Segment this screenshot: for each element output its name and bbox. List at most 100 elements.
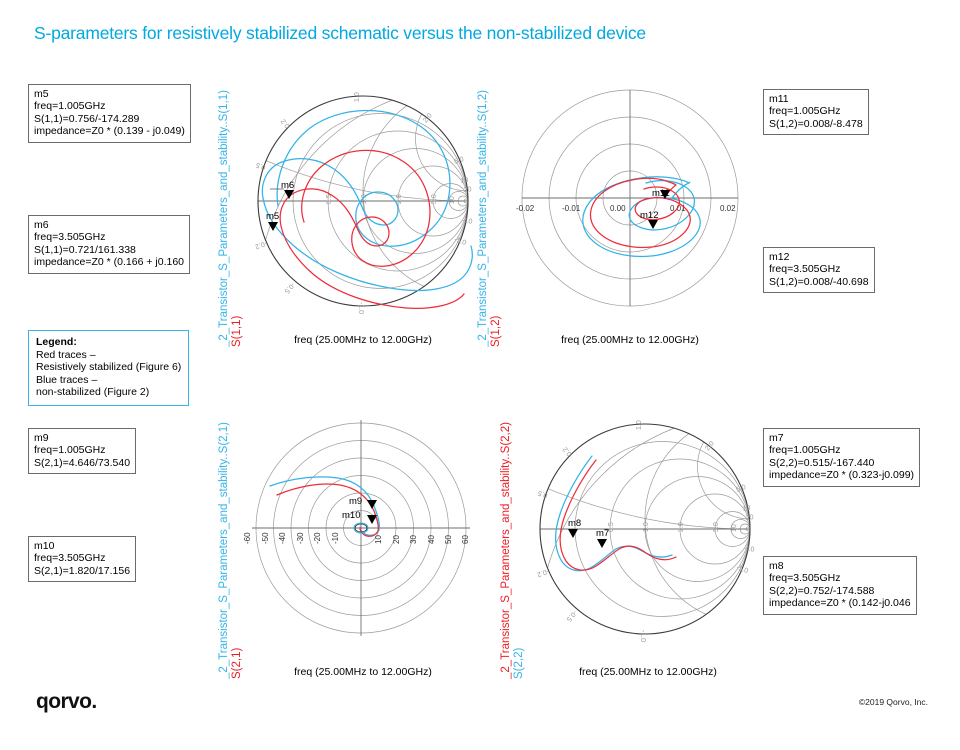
chart-s22: 1.0 2.0 5.0 10 20 0.2 0.5 -0.2 -0.5 -1.0… [530, 416, 766, 648]
svg-text:-1.0: -1.0 [357, 302, 364, 314]
tick-label-neg60: -60 [243, 532, 252, 544]
svg-text:-5.0: -5.0 [735, 564, 749, 575]
copyright-text: ©2019 Qorvo, Inc. [858, 697, 928, 707]
marker-m11-name: m11 [769, 93, 789, 105]
marker-label-m7: m7 [596, 528, 609, 539]
marker-box-m11: m11 freq=1.005GHz S(1,2)=0.008/-8.478 [763, 89, 869, 136]
svg-text:10: 10 [460, 177, 469, 185]
legend-line-red-desc: Resistively stabilized (Figure 6) [36, 361, 182, 374]
marker-m8-value: S(2,2)=0.752/-174.588 [769, 584, 875, 597]
chart-s11: 1.0 2.0 5.0 10 20 0.2 0.5 -0.2 -0.5 -1.0… [248, 86, 478, 316]
marker-m7-name: m7 [769, 432, 784, 444]
svg-text:0.5: 0.5 [326, 194, 333, 204]
marker-m8-freq: freq=3.505GHz [769, 572, 841, 585]
marker-m6-value: S(1,1)=0.721/161.338 [34, 243, 136, 256]
marker-m9-name: m9 [34, 432, 49, 444]
chart-s21-svg: -60 -50 -40 -30 -20 -10 10 20 30 40 50 6… [243, 420, 470, 636]
tick-label-40: 40 [427, 535, 436, 544]
tick-label-neg002: -0.02 [516, 204, 535, 213]
marker-label-m9: m9 [349, 496, 362, 507]
axis-title-s22-short: S(2,2) [513, 647, 525, 679]
trace-nonstabilized-s22 [554, 455, 673, 572]
chart-s21: -60 -50 -40 -30 -20 -10 10 20 30 40 50 6… [243, 416, 478, 648]
svg-text:-5.0: -5.0 [453, 236, 467, 247]
axis-title-s11-short: S(1,1) [231, 315, 243, 347]
marker-m7-impedance: impedance=Z0 * (0.323-j0.099) [769, 469, 915, 482]
marker-m6-freq: freq=3.505GHz [34, 231, 106, 244]
chart-s11-traces [261, 109, 473, 310]
marker-box-m9: m9 freq=1.005GHz S(2,1)=4.646/73.540 [28, 428, 137, 475]
marker-box-m6: m6 freq=3.505GHz S(1,1)=0.721/161.338 im… [28, 215, 191, 274]
svg-text:2.0: 2.0 [422, 112, 434, 124]
trace-nonstabilized-s11 [261, 109, 473, 292]
marker-m11-value: S(1,2)=0.008/-8.478 [769, 117, 863, 130]
axis-title-s21: _2_Transistor_S_Parameters_and_stability… [218, 414, 244, 679]
marker-label-m8: m8 [568, 518, 581, 529]
svg-text:-0.5: -0.5 [283, 281, 296, 295]
svg-text:10: 10 [731, 524, 738, 532]
tick-label-50: 50 [444, 535, 453, 544]
axis-title-s12-long: _2_Transistor_S_Parameters_and_stability… [477, 90, 489, 347]
legend-heading: Legend: [36, 336, 77, 348]
marker-m5-value: S(1,1)=0.756/-174.289 [34, 112, 140, 125]
marker-m11-freq: freq=1.005GHz [769, 105, 841, 118]
axis-title-s11-long: _2_Transistor_S_Parameters_and_stability… [218, 90, 230, 347]
smith-tick-labels-s22: 1.0 2.0 5.0 10 20 0.2 0.5 -0.2 -0.5 -1.0… [536, 420, 755, 642]
legend-line-blue-desc: non-stabilized (Figure 2) [36, 386, 150, 399]
svg-text:2.0: 2.0 [396, 194, 403, 204]
chart-s22-svg: 1.0 2.0 5.0 10 20 0.2 0.5 -0.2 -0.5 -1.0… [536, 420, 755, 642]
svg-text:0.5: 0.5 [608, 522, 615, 532]
tick-label-001: 0.01 [670, 204, 686, 213]
legend-line-blue: Blue traces – [36, 373, 98, 386]
axis-title-s22-long: _2_Transistor_S_Parameters_and_stability… [500, 422, 512, 679]
svg-text:5.0: 5.0 [431, 194, 438, 204]
caption-s11: freq (25.00MHz to 12.00GHz) [294, 334, 432, 346]
marker-box-m12: m12 freq=3.505GHz S(1,2)=0.008/-40.698 [763, 247, 875, 294]
chart-s21-traces [269, 476, 380, 537]
tick-label-10: 10 [374, 535, 383, 544]
marker-box-m5: m5 freq=1.005GHz S(1,1)=0.756/-174.289 i… [28, 84, 191, 143]
marker-box-m7: m7 freq=1.005GHz S(2,2)=0.515/-167.440 i… [763, 428, 921, 487]
chart-s21-markers: m9 m10 [342, 496, 377, 524]
caption-s22: freq (25.00MHz to 12.00GHz) [579, 666, 717, 678]
svg-text:-0.2: -0.2 [536, 567, 550, 578]
svg-text:0.5: 0.5 [537, 489, 549, 499]
marker-m5-freq: freq=1.005GHz [34, 100, 106, 113]
svg-text:20: 20 [745, 514, 754, 522]
svg-text:-0.2: -0.2 [254, 239, 268, 250]
axis-title-s21-short: S(2,1) [231, 647, 243, 679]
trace-nonstabilized-s12 [582, 176, 701, 258]
marker-m8-impedance: impedance=Z0 * (0.142-j0.046 [769, 597, 911, 610]
svg-text:0.2: 0.2 [562, 445, 574, 457]
page-title: S-parameters for resistively stabilized … [34, 23, 646, 43]
polar-grid-s12 [521, 89, 739, 307]
svg-text:1.0: 1.0 [643, 522, 650, 532]
chart-s11-markers: m6 m5 [266, 180, 294, 231]
marker-m8-name: m8 [769, 560, 784, 572]
chart-s12-traces [582, 176, 701, 258]
svg-text:-1.0: -1.0 [639, 630, 646, 642]
trace-stabilized-s12 [589, 177, 691, 249]
svg-text:5.0: 5.0 [713, 522, 720, 532]
marker-label-m10: m10 [342, 510, 360, 521]
svg-text:-0.5: -0.5 [565, 609, 578, 623]
caption-s21: freq (25.00MHz to 12.00GHz) [294, 666, 432, 678]
tick-label-000: 0.00 [610, 204, 626, 213]
marker-m7-value: S(2,2)=0.515/-167.440 [769, 456, 875, 469]
marker-m7-freq: freq=1.005GHz [769, 444, 841, 457]
marker-m10-freq: freq=3.505GHz [34, 552, 106, 565]
svg-text:20: 20 [463, 186, 472, 194]
marker-m12-value: S(1,2)=0.008/-40.698 [769, 275, 869, 288]
axis-title-s11: _2_Transistor_S_Parameters_and_stability… [218, 82, 244, 347]
tick-label-neg20: -20 [313, 532, 322, 544]
tick-label-neg40: -40 [278, 532, 287, 544]
svg-text:0.5: 0.5 [255, 161, 267, 171]
trace-stabilized-s11 [279, 149, 465, 310]
legend-box: Legend: Red traces – Resistively stabili… [28, 330, 190, 406]
marker-m5-impedance: impedance=Z0 * (0.139 - j0.049) [34, 125, 185, 138]
axis-title-s12: _2_Transistor_S_Parameters_and_stability… [477, 82, 503, 347]
marker-label-m5: m5 [266, 211, 279, 222]
tick-label-002: 0.02 [720, 204, 736, 213]
marker-m9-freq: freq=1.005GHz [34, 444, 106, 457]
